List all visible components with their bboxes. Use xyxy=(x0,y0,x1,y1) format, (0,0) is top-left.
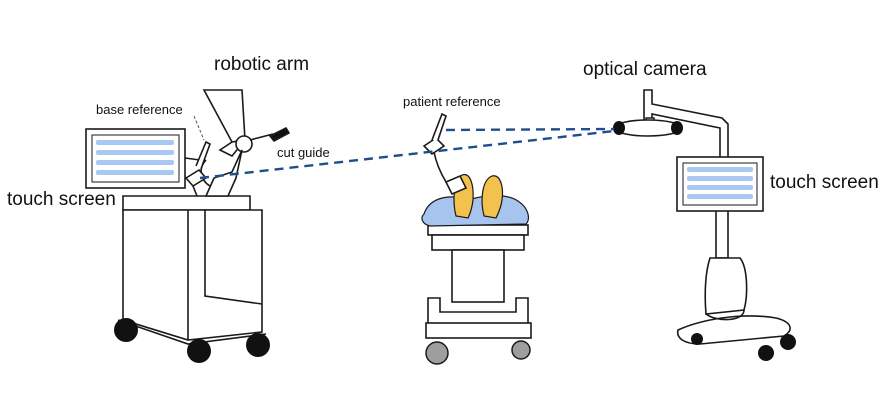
screen-stripe xyxy=(96,150,174,155)
cart-wheel xyxy=(246,333,270,357)
screen-stripe xyxy=(96,140,174,145)
camera-stand xyxy=(643,89,791,345)
patient-reference-label: patient reference xyxy=(403,94,501,109)
touch-screen-right-label: touch screen xyxy=(770,172,879,193)
left-touch-screen xyxy=(85,128,201,189)
table-wheel xyxy=(511,340,531,360)
screen-stripe xyxy=(687,185,753,190)
screen-stripe xyxy=(687,176,753,181)
camera-stand-wheels xyxy=(691,333,796,361)
screen-stripe xyxy=(96,170,174,175)
touch-screen-left-label: touch screen xyxy=(7,189,116,210)
cart-wheel xyxy=(114,318,138,342)
stand-wheel xyxy=(780,334,796,350)
cut-guide-label: cut guide xyxy=(277,145,330,160)
patient-reference-marker xyxy=(422,112,468,196)
base-reference-marker xyxy=(184,115,211,197)
tracking-lines xyxy=(199,127,615,180)
patient-table xyxy=(425,224,532,339)
robot-cart xyxy=(117,195,267,345)
stand-wheel xyxy=(691,333,703,345)
robotic-arm xyxy=(200,89,291,197)
tracking-line-patient xyxy=(445,127,615,132)
base-reference-label: base reference xyxy=(96,102,183,117)
surgical-drape xyxy=(421,195,529,227)
patient-table-wheels xyxy=(425,340,531,365)
optical-camera-label: optical camera xyxy=(583,59,707,80)
optical-camera-head xyxy=(613,117,683,137)
robotic-arm-label: robotic arm xyxy=(214,54,310,75)
screen-stripe xyxy=(687,194,753,199)
robot-cart-wheels xyxy=(114,318,270,363)
tracking-line-robot xyxy=(199,129,615,180)
right-touch-screen xyxy=(676,156,764,212)
screen-stripe xyxy=(687,167,753,172)
stand-wheel xyxy=(758,345,774,361)
table-wheel xyxy=(425,341,449,365)
screen-stripe xyxy=(96,160,174,165)
cart-wheel xyxy=(187,339,211,363)
patient-feet xyxy=(453,173,504,219)
